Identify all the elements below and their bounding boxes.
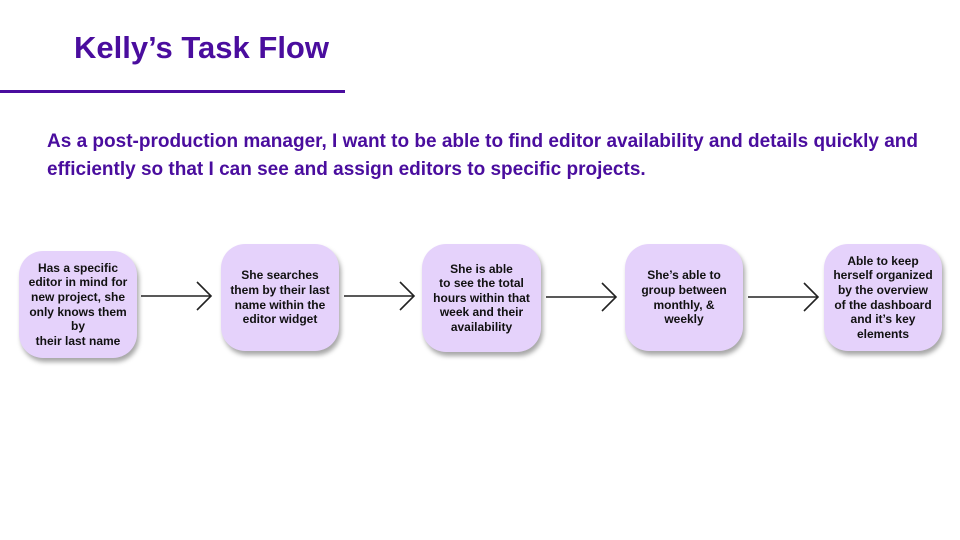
flow-step-2: She searches them by their last name wit… (221, 244, 339, 351)
flow-step-4: She’s able to group between monthly, & w… (625, 244, 743, 351)
flow-step-2-text: She searches them by their last name wit… (230, 268, 330, 327)
flow-step-4-text: She’s able to group between monthly, & w… (641, 268, 727, 327)
flow-arrow-3 (546, 282, 618, 312)
flow-step-3-text: She is able to see the total hours withi… (433, 261, 530, 334)
slide-title: Kelly’s Task Flow (74, 30, 329, 65)
flow-step-1: Has a specific editor in mind for new pr… (19, 251, 137, 358)
title-underline (0, 90, 345, 93)
flow-step-5-text: Able to keep herself organized by the ov… (833, 253, 933, 341)
user-story: As a post-production manager, I want to … (47, 131, 918, 180)
flow-step-1-text: Has a specific editor in mind for new pr… (28, 260, 128, 348)
flow-step-3: She is able to see the total hours withi… (422, 244, 541, 352)
flow-arrow-1 (141, 281, 213, 311)
flow-step-5: Able to keep herself organized by the ov… (824, 244, 942, 351)
flow-arrow-4 (748, 282, 820, 312)
flow-arrow-2 (344, 281, 416, 311)
